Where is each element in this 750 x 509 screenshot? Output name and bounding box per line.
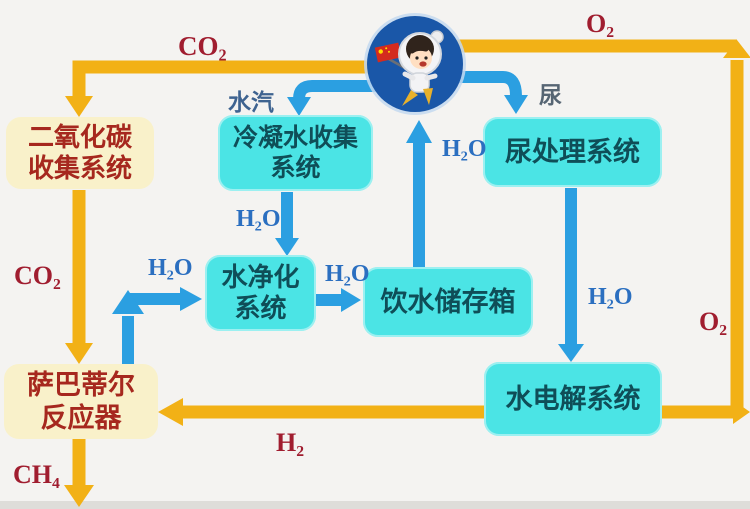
co2-arrow-into-collector xyxy=(65,96,93,117)
h2o-sabatier-label: H₂O xyxy=(148,255,193,281)
node-drinking-water-tank: 饮水储存箱 xyxy=(363,267,533,337)
co2-top-label: CO₂ xyxy=(178,31,227,61)
h2o-condensate-label: H₂O xyxy=(236,206,281,232)
astronaut-icon xyxy=(367,16,463,112)
h2o-arrow-to-crew xyxy=(406,120,432,143)
node-condensate-collection-system: 冷凝水收集 系统 xyxy=(218,115,373,191)
node-water-purification-system: 水净化 系统 xyxy=(205,255,316,331)
arm-right xyxy=(424,73,438,81)
co2-line-top xyxy=(72,60,448,98)
bottom-edge xyxy=(0,501,750,509)
urine-arrow xyxy=(504,95,528,114)
eye-left xyxy=(415,56,419,60)
urine-label: 尿 xyxy=(539,82,562,108)
h2o-arrow-into-tank xyxy=(341,288,361,312)
h2o-to-crew-label: H₂O xyxy=(442,136,487,162)
h2o-arrow-condensate xyxy=(275,238,299,256)
o2-arrow-corner-right xyxy=(733,400,750,424)
h2o-arrow-into-purifier xyxy=(180,287,202,311)
co2-arrow-into-sabatier xyxy=(65,343,93,364)
node-water-electrolysis-system: 水电解系统 xyxy=(484,362,662,436)
ch4-arrow-out xyxy=(64,485,94,507)
urine-line xyxy=(442,71,522,97)
node-sabatier-reactor: 萨巴蒂尔 反应器 xyxy=(4,364,158,439)
astronaut-cartoon xyxy=(374,30,444,106)
h2-arrow-into-sabatier xyxy=(158,398,183,426)
flame-right xyxy=(423,88,433,105)
water-vapor-line xyxy=(293,80,392,100)
eye-right xyxy=(424,56,428,60)
o2-arrow-corner-up xyxy=(723,40,750,58)
h2o-arrow-into-electrolysis xyxy=(558,344,584,362)
fringe xyxy=(409,45,429,54)
flame-left xyxy=(402,90,418,106)
water-vapor-arrow xyxy=(287,97,311,116)
arm-left xyxy=(402,71,416,81)
o2-right-label: O₂ xyxy=(699,307,728,336)
water-vapor-label: 水汽 xyxy=(228,89,274,115)
o2-top-label: O₂ xyxy=(586,9,615,38)
co2-left-label: CO₂ xyxy=(14,261,61,290)
china-flag-icon xyxy=(374,42,402,63)
ch4-label: CH₄ xyxy=(13,460,60,489)
h2o-urine-label: H₂O xyxy=(588,284,633,310)
h2o-purified-label: H₂O xyxy=(325,261,370,287)
h2o-arrow-sabatier-up xyxy=(112,290,144,314)
node-co2-collection-system: 二氧化碳 收集系统 xyxy=(6,117,154,189)
h2-label: H₂ xyxy=(276,428,305,457)
mouth xyxy=(419,61,427,67)
node-urine-processing-system: 尿处理系统 xyxy=(483,117,662,187)
